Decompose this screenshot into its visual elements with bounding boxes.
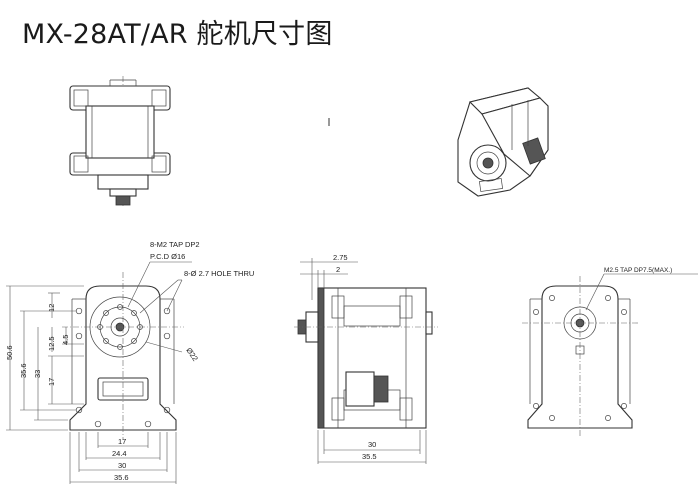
dim-4-5: 4.5 <box>61 335 70 345</box>
dim-side-35-5: 35.5 <box>362 452 377 461</box>
top-view <box>69 76 171 208</box>
dim-bottom-30: 30 <box>118 461 126 470</box>
callout-hole: 8-Ø 2.7 HOLE THRU <box>184 269 254 278</box>
dim-17: 17 <box>47 378 56 386</box>
callout-tap: 8-M2 TAP DP2 <box>150 240 200 249</box>
front-view: 8-M2 TAP DP2 P.C.D Ø16 8-Ø 2.7 HOLE THRU… <box>5 240 254 484</box>
back-view: M2.5 TAP DP7.5(MAX.) <box>522 267 698 436</box>
dim-bottom-24-4: 24.4 <box>112 449 127 458</box>
dim-bottom-35-6: 35.6 <box>114 473 129 482</box>
callout-pcd: P.C.D Ø16 <box>150 252 185 261</box>
dim-12-5: 12.5 <box>47 336 56 351</box>
dim-top-2-75: 2.75 <box>333 253 348 262</box>
isometric-view <box>457 87 549 197</box>
diameter-label: Ø22 <box>184 346 200 363</box>
dim-33: 33 <box>33 370 42 378</box>
dim-side-30: 30 <box>368 440 376 449</box>
callout-back-tap: M2.5 TAP DP7.5(MAX.) <box>604 267 672 274</box>
dim-bottom-17: 17 <box>118 437 126 446</box>
dim-35-6: 35.6 <box>19 363 28 378</box>
dim-top-2: 2 <box>336 265 340 274</box>
side-view: 2.75 2 30 35.5 <box>294 253 438 464</box>
dim-50-6: 50.6 <box>5 345 14 360</box>
dim-12: 12 <box>47 304 56 312</box>
page-title: MX-28AT/AR 舵机尺寸图 <box>22 19 333 50</box>
